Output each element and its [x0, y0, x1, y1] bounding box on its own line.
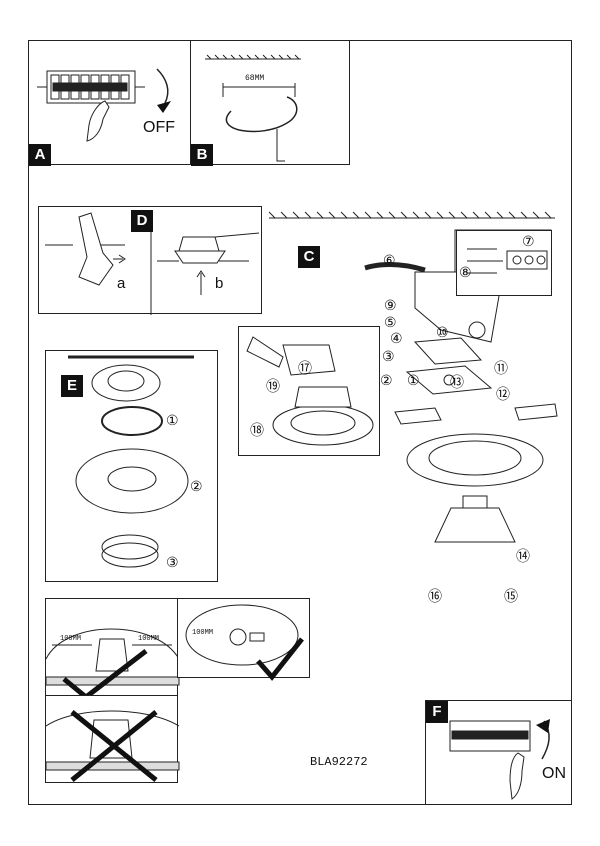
step-number: ① [166, 412, 179, 428]
panel-b: 68MM B [190, 40, 350, 166]
clearance-left: 100MM [60, 635, 82, 643]
step-number: ③ [382, 348, 395, 364]
step-number: ⑦ [522, 233, 535, 249]
step-label-e: E [61, 375, 83, 397]
clearance-bad-panel [45, 695, 180, 783]
panel-d: D a b [38, 206, 262, 315]
step-number: ③ [166, 554, 179, 570]
step-number: ⑫ [496, 386, 510, 402]
step-number: ⑬ [450, 374, 464, 390]
sub-label-b: b [215, 275, 224, 292]
step-number: ⑭ [516, 548, 530, 564]
clearance-top: 100MM [192, 629, 214, 637]
step-number: ② [190, 478, 203, 494]
step-number: ⑪ [494, 360, 508, 376]
step-label-a: A [29, 144, 51, 166]
sub-label-a: a [117, 275, 126, 292]
step-label-b: B [191, 144, 213, 166]
step-number: ⑱ [250, 422, 264, 438]
step-number: ① [407, 372, 420, 388]
detail-inset [238, 326, 380, 456]
panel-a: OFF A [28, 40, 191, 166]
step-number: ⑥ [383, 252, 396, 268]
clearance-right: 100MM [138, 635, 160, 643]
step-number: ⑧ [459, 264, 472, 280]
step-number: ⑮ [504, 588, 518, 604]
step-label-f: F [426, 701, 448, 723]
breaker-on-illustration [449, 719, 550, 800]
clip-detail-illustration [246, 336, 374, 446]
step-number: ⑲ [266, 378, 280, 394]
clearance-top-illustration [185, 604, 304, 681]
breaker-off-illustration [37, 68, 171, 142]
model-code: BLA92272 [310, 755, 368, 769]
terminal-block-illustration [467, 248, 548, 274]
hole-diameter-label: 68MM [245, 74, 265, 83]
step-number: ② [380, 372, 393, 388]
step-number: ⑯ [428, 588, 442, 604]
trim-ring-exploded-illustration [68, 355, 194, 568]
fixture-insert-illustration [45, 211, 260, 315]
step-number: ⑤ [384, 314, 397, 330]
insufficient-clearance-illustration [45, 710, 180, 782]
step-number: ⑩ [436, 324, 449, 340]
clearance-ok-panel: 100MM 100MM [45, 598, 180, 701]
step-number: ④ [390, 330, 403, 346]
clearance-side-illustration [45, 628, 180, 701]
step-number: ⑰ [298, 360, 312, 376]
step-label-c: C [298, 246, 320, 268]
ceiling-hole-illustration [205, 54, 301, 162]
on-label: ON [542, 765, 566, 782]
step-number: ⑨ [384, 297, 397, 313]
panel-e: E [45, 350, 218, 582]
wiring-inset [456, 230, 552, 296]
panel-f: F ON [425, 700, 572, 805]
clearance-top-panel: 100MM [177, 598, 310, 681]
off-label: OFF [143, 119, 175, 136]
step-label-d: D [131, 210, 153, 232]
